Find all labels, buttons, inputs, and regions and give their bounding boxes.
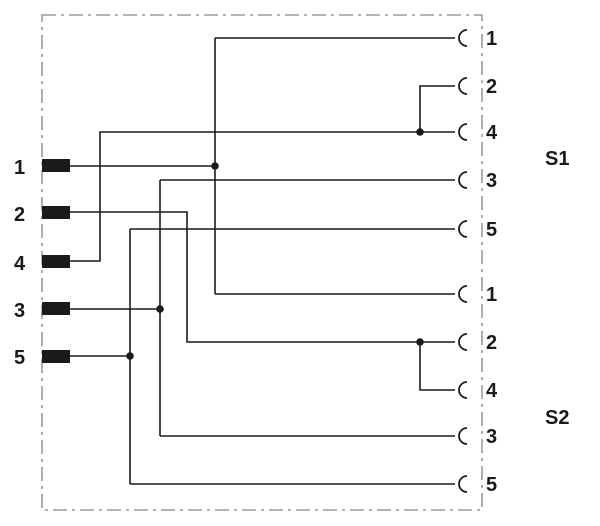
left-pin-labels: 1 2 4 3 5 (14, 157, 26, 369)
s1-socket-label: 4 (486, 122, 498, 144)
socket-contact (458, 77, 468, 95)
left-pin-label: 1 (14, 157, 25, 179)
junction-node (416, 338, 424, 346)
group-label-s2: S2 (545, 407, 569, 429)
left-pin-label: 4 (14, 253, 26, 275)
socket-contact (458, 220, 468, 238)
junction-node (126, 352, 134, 360)
s2-socket-label: 5 (486, 474, 497, 496)
socket-contact (458, 171, 468, 189)
s1-socket-label: 2 (486, 76, 497, 98)
left-pin-label: 5 (14, 347, 25, 369)
s2-socket-label: 3 (486, 426, 497, 448)
socket-contact (458, 475, 468, 493)
wire-pin-2 (70, 211, 455, 391)
pin-contact (42, 206, 70, 219)
junction-node (211, 162, 219, 170)
s2-socket-label: 4 (486, 380, 498, 402)
pin-contact (42, 255, 70, 268)
junction-node (416, 128, 424, 136)
left-pin-contacts (42, 159, 70, 363)
s2-socket-label: 1 (486, 284, 497, 306)
junction-nodes (126, 128, 424, 360)
junction-node (156, 305, 164, 313)
s1-socket-label: 3 (486, 170, 497, 192)
group-label-s1: S1 (545, 148, 569, 170)
pin-contact (42, 159, 70, 172)
socket-contact (458, 381, 468, 399)
left-pin-label: 3 (14, 300, 25, 322)
left-pin-label: 2 (14, 204, 25, 226)
socket-contact (458, 123, 468, 141)
socket-contact (458, 285, 468, 303)
wire-pin-1 (70, 37, 455, 295)
pin-contact (42, 350, 70, 363)
wire-pin-3 (70, 179, 455, 437)
s1-socket-label: 5 (486, 219, 497, 241)
socket-contact (458, 427, 468, 445)
s1-socket-labels: 1 2 4 3 5 (486, 28, 498, 241)
s2-socket-labels: 1 2 4 3 5 (486, 284, 498, 496)
socket-contact (458, 333, 468, 351)
wires (70, 37, 455, 485)
s2-socket-label: 2 (486, 332, 497, 354)
wire-pin-4 (70, 85, 455, 262)
pin-contact (42, 302, 70, 315)
s1-socket-label: 1 (486, 28, 497, 50)
socket-contact (458, 29, 468, 47)
socket-contacts (458, 29, 468, 493)
